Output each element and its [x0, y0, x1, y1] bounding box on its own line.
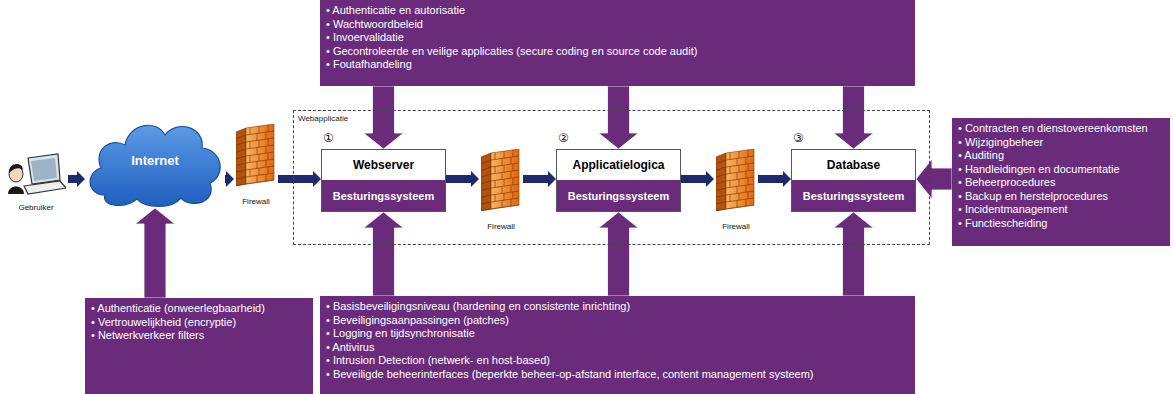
node-text: Besturingssysteem [568, 190, 670, 202]
flow-arrow [278, 171, 321, 187]
node-text: • Netwerkverkeer filters [91, 329, 204, 343]
server-top: Webserver [322, 150, 445, 180]
node-text: • Backup en herstelprocedures [958, 190, 1108, 204]
cloud-box: Internet [85, 113, 225, 208]
flow-arrow [68, 171, 85, 187]
node-text: • Invoervalidatie [326, 31, 404, 45]
node-text: • Authenticatie (onweerlegbaarheid) [91, 302, 265, 316]
firewall-icon [716, 149, 756, 211]
node-text: Webserver [353, 158, 414, 172]
server-box: DatabaseBesturingssysteem [791, 149, 916, 212]
block-arrow [135, 208, 175, 298]
flow-arrow [758, 171, 791, 187]
node-text: • Basisbeveiligingsniveau (hardening en … [326, 300, 630, 314]
server-top: Applicatielogica [557, 150, 680, 180]
region-box: WebapplicatieWebserverBesturingssysteemF… [293, 110, 930, 245]
node-text: Internet [85, 113, 225, 208]
node-text: • Incidentmanagement [958, 203, 1068, 217]
block-arrow [834, 86, 874, 149]
node-text: Firewall [714, 222, 758, 231]
node-text: • Wijzigingbeheer [958, 136, 1043, 150]
node-text: Database [827, 158, 880, 172]
node-text: • Authenticatie en autorisatie [326, 4, 465, 18]
list-box: • Authenticatie en autorisatie• Wachtwoo… [320, 0, 915, 86]
node-text: Besturingssysteem [803, 190, 905, 202]
block-arrow [599, 86, 639, 149]
flow-arrow [446, 171, 479, 187]
node-text: • Beveiligingsaanpassingen (patches) [326, 314, 509, 328]
node-text: • Foutafhandeling [326, 58, 412, 72]
server-top: Database [792, 150, 915, 180]
flow-arrow [681, 171, 714, 187]
server-box: WebserverBesturingssysteem [321, 149, 446, 212]
callout-number: ③ [793, 131, 804, 145]
node-text: Firewall [479, 222, 523, 231]
node-text: • Handleidingen en documentatie [958, 163, 1120, 177]
os-band: Besturingssysteem [322, 180, 445, 211]
firewall-icon [481, 149, 521, 211]
user-icon [6, 150, 66, 196]
node-text: Firewall [234, 197, 278, 206]
block-arrow [364, 212, 404, 296]
node-text: • Functiescheiding [958, 217, 1047, 231]
list-box: • Authenticatie (onweerlegbaarheid)• Ver… [85, 298, 313, 394]
node-text: • Vertrouwelijkheid (encryptie) [91, 316, 236, 330]
block-arrow [599, 212, 639, 296]
node-text: • Auditing [958, 149, 1004, 163]
server-box: ApplicatielogicaBesturingssysteem [556, 149, 681, 212]
firewall-box: Firewall [234, 124, 278, 206]
node-text: • Contracten en dienstovereenkomsten [958, 122, 1148, 136]
callout-number: ② [558, 131, 569, 145]
node-text: • Beveiligde beheerinterfaces (beperkte … [326, 368, 814, 382]
flow-arrow [225, 171, 234, 187]
firewall-box: Firewall [479, 149, 523, 231]
node-text: • Gecontroleerde en veilige applicaties … [326, 45, 697, 59]
node-text: Besturingssysteem [333, 190, 435, 202]
node-text: Applicatielogica [572, 158, 664, 172]
node-text: Webapplicatie [298, 114, 348, 123]
node-text: Gebruiker [4, 203, 68, 212]
node-text: • Logging en tijdsynchronisatie [326, 327, 475, 341]
node-text: • Antivirus [326, 341, 374, 355]
node-text: • Wachtwoordbeleid [326, 18, 423, 32]
node-text: • Intrusion Detection (netwerk- en host-… [326, 354, 550, 368]
list-box: • Contracten en dienstovereenkomsten• Wi… [952, 118, 1170, 246]
block-arrow [916, 159, 952, 199]
os-band: Besturingssysteem [792, 180, 915, 211]
block-arrow [364, 86, 404, 149]
list-box: • Basisbeveiligingsniveau (hardening en … [320, 296, 915, 394]
block-arrow [834, 212, 874, 296]
firewall-icon [236, 124, 276, 186]
firewall-box: Firewall [714, 149, 758, 231]
flow-arrow [523, 171, 556, 187]
user-box: Gebruiker [4, 150, 68, 212]
node-text: • Beheerprocedures [958, 176, 1055, 190]
callout-number: ① [323, 131, 334, 145]
os-band: Besturingssysteem [557, 180, 680, 211]
